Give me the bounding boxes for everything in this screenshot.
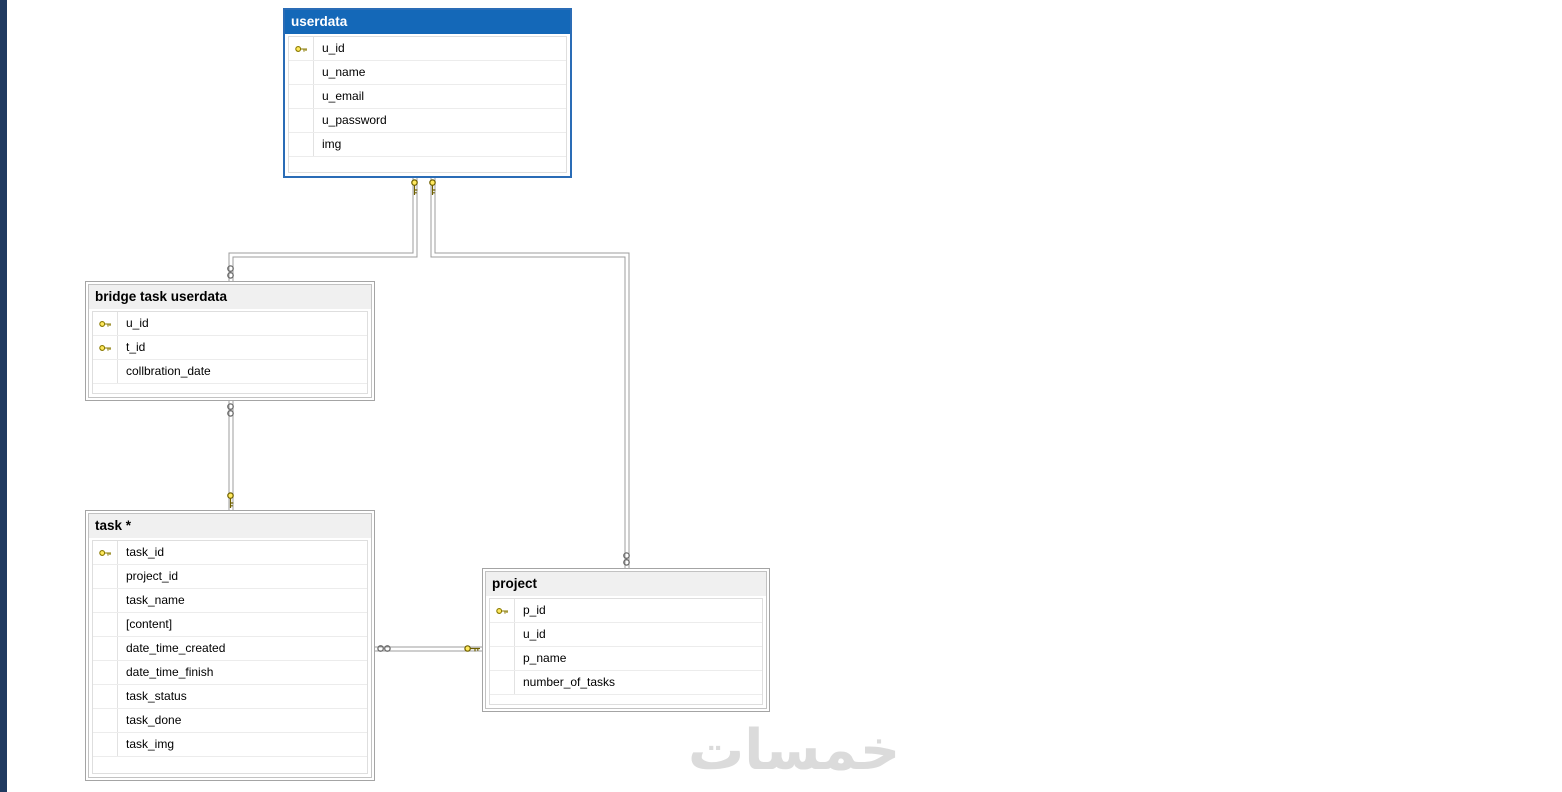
primary-key-icon bbox=[490, 599, 515, 622]
key-column-cell bbox=[93, 565, 118, 588]
key-column-cell bbox=[93, 637, 118, 660]
table-project[interactable]: project p_id u_id p_name bbox=[482, 568, 770, 712]
table-row[interactable]: u_name bbox=[289, 61, 566, 85]
window-edge-strip bbox=[0, 0, 7, 792]
relationship-line-userdata-project-inner bbox=[431, 178, 629, 568]
field-name: date_time_finish bbox=[126, 665, 214, 679]
key-column-cell bbox=[93, 685, 118, 708]
field-name: [content] bbox=[126, 617, 173, 631]
one-end-key-icon[interactable] bbox=[428, 179, 437, 196]
relationship-line-userdata-project[interactable] bbox=[430, 178, 630, 568]
field-name: u_password bbox=[322, 113, 387, 127]
table-row[interactable]: date_time_finish bbox=[93, 661, 367, 685]
key-column-cell bbox=[93, 733, 118, 756]
relationship-line-userdata-bridge[interactable] bbox=[228, 178, 418, 281]
table-row[interactable]: p_id bbox=[490, 599, 762, 623]
table-row[interactable]: task_name bbox=[93, 589, 367, 613]
key-column-cell bbox=[289, 109, 314, 132]
field-name: number_of_tasks bbox=[523, 675, 616, 689]
key-column-cell bbox=[490, 623, 515, 646]
table-bridge-task-userdata-header[interactable]: bridge task userdata bbox=[89, 285, 371, 309]
field-name: p_id bbox=[523, 603, 546, 617]
table-row[interactable]: date_time_created bbox=[93, 637, 367, 661]
key-column-cell bbox=[93, 360, 118, 383]
many-end-infinity-icon[interactable] bbox=[226, 265, 235, 280]
key-column-cell bbox=[93, 661, 118, 684]
table-title: task * bbox=[95, 518, 132, 533]
key-column-cell bbox=[93, 589, 118, 612]
field-name: u_id bbox=[322, 41, 345, 55]
table-row[interactable]: u_id bbox=[490, 623, 762, 647]
table-title: bridge task userdata bbox=[95, 289, 228, 304]
table-row[interactable]: u_id bbox=[289, 37, 566, 61]
table-row[interactable]: t_id bbox=[93, 336, 367, 360]
table-bridge-task-userdata-fields: u_id t_id collbration_date bbox=[92, 311, 368, 394]
field-name: collbration_date bbox=[126, 364, 211, 378]
field-name: date_time_created bbox=[126, 641, 226, 655]
table-title: project bbox=[492, 576, 538, 591]
one-end-key-icon[interactable] bbox=[226, 492, 235, 509]
watermark: خمسات bbox=[688, 718, 901, 783]
table-title: userdata bbox=[291, 14, 348, 29]
field-name: task_name bbox=[126, 593, 185, 607]
table-row[interactable]: task_status bbox=[93, 685, 367, 709]
many-end-infinity-icon[interactable] bbox=[226, 403, 235, 418]
table-row[interactable]: collbration_date bbox=[93, 360, 367, 384]
key-column-cell bbox=[93, 613, 118, 636]
key-column-cell bbox=[289, 85, 314, 108]
field-name: task_status bbox=[126, 689, 187, 703]
many-end-infinity-icon[interactable] bbox=[377, 644, 392, 653]
field-name: project_id bbox=[126, 569, 179, 583]
table-project-fields: p_id u_id p_name number_of_tasks bbox=[489, 598, 763, 705]
table-task-header[interactable]: task * bbox=[89, 514, 371, 538]
table-row[interactable]: task_id bbox=[93, 541, 367, 565]
key-column-cell bbox=[490, 671, 515, 694]
field-name: t_id bbox=[126, 340, 146, 354]
primary-key-icon bbox=[93, 312, 118, 335]
table-row[interactable]: u_password bbox=[289, 109, 566, 133]
table-row[interactable]: [content] bbox=[93, 613, 367, 637]
table-userdata-header[interactable]: userdata bbox=[285, 10, 570, 34]
many-end-infinity-icon[interactable] bbox=[622, 552, 631, 567]
table-row[interactable]: u_email bbox=[289, 85, 566, 109]
key-column-cell bbox=[93, 709, 118, 732]
key-column-cell bbox=[289, 133, 314, 156]
key-column-cell bbox=[289, 61, 314, 84]
table-userdata[interactable]: userdata u_id u_name u_email bbox=[283, 8, 572, 178]
field-name: u_email bbox=[322, 89, 365, 103]
field-name: u_id bbox=[523, 627, 546, 641]
field-name: task_img bbox=[126, 737, 175, 751]
table-row[interactable]: project_id bbox=[93, 565, 367, 589]
field-name: u_name bbox=[322, 65, 366, 79]
table-row[interactable]: number_of_tasks bbox=[490, 671, 762, 695]
table-task-fields: task_id project_id task_name [content] d… bbox=[92, 540, 368, 774]
table-task[interactable]: task * task_id project_id task_name bbox=[85, 510, 375, 781]
table-row[interactable]: img bbox=[289, 133, 566, 157]
key-column-cell bbox=[490, 647, 515, 670]
table-bridge-task-userdata[interactable]: bridge task userdata u_id t_id bbox=[85, 281, 375, 401]
one-end-key-icon[interactable] bbox=[464, 644, 481, 653]
table-project-header[interactable]: project bbox=[486, 572, 766, 596]
table-row[interactable]: u_id bbox=[93, 312, 367, 336]
primary-key-icon bbox=[289, 37, 314, 60]
primary-key-icon bbox=[93, 336, 118, 359]
table-row[interactable]: task_img bbox=[93, 733, 367, 757]
one-end-key-icon[interactable] bbox=[410, 179, 419, 196]
field-name: img bbox=[322, 137, 342, 151]
primary-key-icon bbox=[93, 541, 118, 564]
table-row[interactable]: p_name bbox=[490, 647, 762, 671]
field-name: task_done bbox=[126, 713, 182, 727]
field-name: p_name bbox=[523, 651, 567, 665]
field-name: u_id bbox=[126, 316, 149, 330]
table-row[interactable]: task_done bbox=[93, 709, 367, 733]
table-userdata-fields: u_id u_name u_email u_password img bbox=[288, 36, 567, 173]
field-name: task_id bbox=[126, 545, 165, 559]
relationship-line-userdata-bridge-inner bbox=[229, 178, 417, 281]
